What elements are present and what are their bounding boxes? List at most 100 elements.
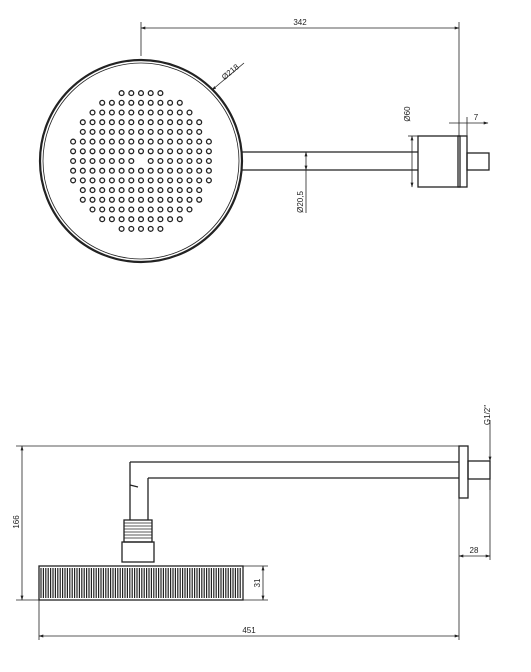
nozzle xyxy=(157,167,164,174)
nozzle xyxy=(99,157,106,165)
nozzle xyxy=(176,187,183,194)
dim-connector-label: 7 xyxy=(474,113,479,122)
nozzle xyxy=(176,99,183,106)
nozzle xyxy=(118,206,125,213)
nozzle xyxy=(137,187,145,194)
dim-length-label: 342 xyxy=(293,18,307,27)
nozzle xyxy=(118,216,125,223)
nozzle xyxy=(157,128,164,135)
nozzle xyxy=(147,128,154,135)
nozzle xyxy=(70,148,77,155)
nozzle xyxy=(89,128,96,135)
nozzle xyxy=(128,138,135,145)
nozzle xyxy=(157,148,164,155)
nozzle xyxy=(176,109,183,116)
nozzle xyxy=(147,99,154,106)
nozzle xyxy=(108,216,115,223)
nozzle xyxy=(137,206,145,213)
nozzle xyxy=(157,119,164,126)
dim-connector-length-label: 28 xyxy=(470,546,479,555)
nozzle xyxy=(108,148,115,155)
nozzle xyxy=(196,148,203,155)
nozzle xyxy=(147,109,154,116)
nozzle xyxy=(89,196,96,203)
nozzle xyxy=(89,157,96,165)
nozzle xyxy=(89,177,96,184)
nozzle xyxy=(157,157,164,165)
nozzle xyxy=(118,167,125,174)
nozzle xyxy=(70,157,77,165)
nozzle xyxy=(99,138,106,145)
nozzle xyxy=(108,177,115,184)
nozzle xyxy=(196,187,203,194)
nozzle xyxy=(89,138,96,145)
nozzle xyxy=(99,206,106,213)
nozzle xyxy=(108,196,115,203)
nozzle xyxy=(205,138,212,145)
nozzle xyxy=(108,119,115,126)
nozzle xyxy=(99,187,106,194)
nozzle xyxy=(128,177,135,184)
nozzle xyxy=(118,90,125,97)
nozzle xyxy=(118,99,125,106)
dim-head-diameter-leader xyxy=(211,62,245,91)
nozzle xyxy=(108,157,115,165)
nozzle xyxy=(99,148,106,155)
nozzle xyxy=(89,148,96,155)
nozzle xyxy=(137,216,145,223)
nozzle xyxy=(167,119,174,126)
swivel-knurl xyxy=(124,522,152,539)
nozzle xyxy=(196,128,203,135)
nozzle xyxy=(128,167,135,174)
nozzle-pattern xyxy=(70,90,212,232)
dim-arm-diameter-label: Ø20,5 xyxy=(296,191,305,213)
nozzle xyxy=(186,206,193,213)
nozzle xyxy=(137,90,145,97)
nozzle xyxy=(167,148,174,155)
nozzle xyxy=(147,187,154,194)
nozzle xyxy=(79,157,86,165)
nozzle xyxy=(137,225,145,232)
swivel-nut xyxy=(121,541,155,563)
nozzle xyxy=(157,187,164,194)
nozzle xyxy=(167,187,174,194)
nozzle xyxy=(157,109,164,116)
nozzle xyxy=(196,167,203,174)
nozzle xyxy=(167,128,174,135)
nozzle xyxy=(128,225,135,232)
nozzle xyxy=(157,90,164,97)
nozzle xyxy=(128,99,135,106)
nozzle xyxy=(167,109,174,116)
nozzle xyxy=(167,206,174,213)
nozzle xyxy=(137,148,145,155)
nozzle xyxy=(128,206,135,213)
nozzle xyxy=(196,138,203,145)
nozzle xyxy=(205,167,212,174)
nozzle xyxy=(186,157,193,165)
nozzle xyxy=(89,187,96,194)
nozzle xyxy=(147,167,154,174)
shower-head-outline xyxy=(38,58,244,264)
nozzle xyxy=(176,119,183,126)
nozzle xyxy=(157,196,164,203)
nozzle xyxy=(70,177,77,184)
nozzle xyxy=(167,99,174,106)
nozzle xyxy=(99,99,106,106)
nozzle xyxy=(79,167,86,174)
nozzle xyxy=(196,157,203,165)
nozzle xyxy=(137,138,145,145)
nozzle xyxy=(79,177,86,184)
nozzle xyxy=(167,177,174,184)
dim-flange-diameter-label: Ø60 xyxy=(403,106,412,122)
nozzle xyxy=(147,206,154,213)
nozzle xyxy=(137,109,145,116)
nozzle xyxy=(167,196,174,203)
wall-flange xyxy=(417,135,461,188)
nozzle xyxy=(99,109,106,116)
nozzle xyxy=(99,196,106,203)
nozzle xyxy=(137,119,145,126)
nozzle xyxy=(137,196,145,203)
nozzle xyxy=(167,216,174,223)
nozzle xyxy=(196,119,203,126)
